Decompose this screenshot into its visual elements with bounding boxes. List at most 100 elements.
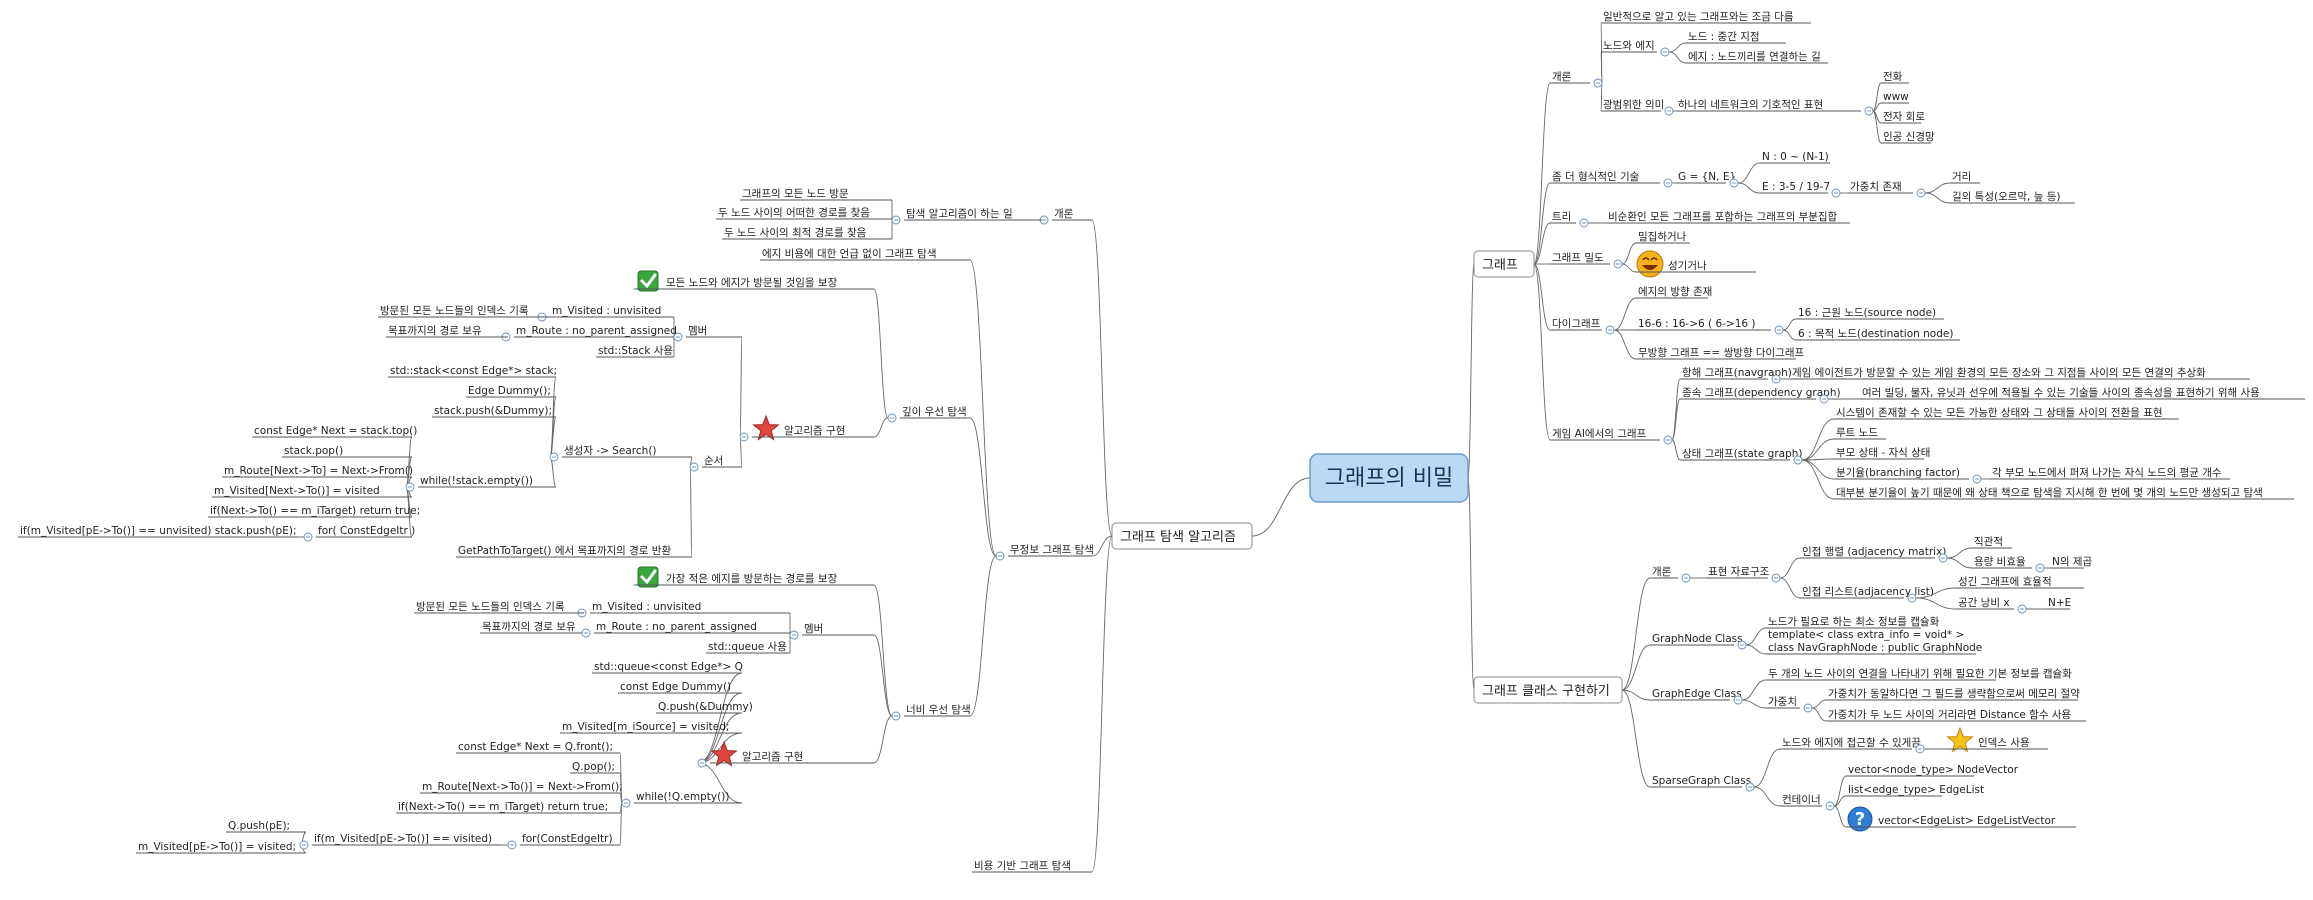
topic-가장-적은-에지를-방문하는-경로를-보장[interactable]: 가장 적은 에지를 방문하는 경로를 보장 bbox=[634, 566, 874, 588]
topic-개론[interactable]: 개론 bbox=[1039, 208, 1092, 225]
collapse-toggle-icon[interactable] bbox=[1660, 47, 1670, 57]
topic-template-class-extra-info-void-class-nav[interactable]: template< class extra_info = void* >clas… bbox=[1766, 629, 1982, 655]
topic-용량-비효율[interactable]: 용량 비효율 bbox=[1972, 556, 2045, 573]
collapse-toggle-icon[interactable] bbox=[1729, 178, 1739, 188]
collapse-toggle-icon[interactable] bbox=[621, 798, 631, 808]
collapse-toggle-icon[interactable] bbox=[2017, 604, 2027, 614]
collapse-toggle-icon[interactable] bbox=[1605, 325, 1615, 335]
topic-가중치가-두-노드-사이의-거리라면-distance-함수-사용[interactable]: 가중치가 두 노드 사이의 거리라면 Distance 함수 사용 bbox=[1826, 709, 2086, 722]
topic-g-n-e[interactable]: G = {N, E} bbox=[1676, 171, 1739, 188]
collapse-toggle-icon[interactable] bbox=[581, 628, 591, 638]
topic-방문된-모든-노드들의-인덱스-기록[interactable]: 방문된 모든 노드들의 인덱스 기록 bbox=[414, 601, 584, 614]
topic-n-0-n-1[interactable]: N : 0 ~ (N-1) bbox=[1760, 151, 1830, 164]
collapse-toggle-icon[interactable] bbox=[1803, 703, 1813, 713]
topic-while-stack-empty[interactable]: while(!stack.empty()) bbox=[405, 475, 556, 492]
collapse-toggle-icon[interactable] bbox=[697, 758, 707, 768]
topic-m-visited-m-isource-visited[interactable]: m_Visited[m_iSource] = visited; bbox=[560, 721, 742, 734]
topic-각-부모-노드에서-퍼져-나가는-자식-노드의-평균-개수[interactable]: 각 부모 노드에서 퍼져 나가는 자식 노드의 평균 개수 bbox=[1990, 467, 2230, 480]
topic-if-next-to-m-itarget-return-true[interactable]: if(Next->To() == m_iTarget) return true; bbox=[396, 801, 620, 814]
topic-vector-node-type-nodevector[interactable]: vector<node_type> NodeVector bbox=[1846, 764, 2019, 777]
collapse-toggle-icon[interactable] bbox=[1864, 106, 1874, 116]
topic-std-stack-const-edge-stack[interactable]: std::stack<const Edge*> stack; bbox=[388, 365, 557, 378]
topic-공간-낭비-x[interactable]: 공간 낭비 x bbox=[1956, 597, 2027, 614]
topic-대부분-분기율이-높기-때문에-왜-상태-책으로-탐색을-지시해-한-번에-몇-[interactable]: 대부분 분기율이 높기 때문에 왜 상태 책으로 탐색을 지시해 한 번에 몇 … bbox=[1834, 486, 2294, 500]
topic-좀-더-형식적인-기술[interactable]: 좀 더 형식적인 기술 bbox=[1550, 171, 1673, 188]
topic-밀집하거나[interactable]: 밀집하거나 bbox=[1636, 230, 1690, 244]
collapse-toggle-icon[interactable] bbox=[995, 551, 1005, 561]
topic-트리[interactable]: 트리 bbox=[1550, 211, 1589, 228]
collapse-toggle-icon[interactable] bbox=[2035, 563, 2045, 573]
topic-게임-에이전트가-방문할-수-있는-게임-환경의-모든-장소와-그-지점들-사이[interactable]: 게임 에이전트가 방문할 수 있는 게임 환경의 모든 장소와 그 지점들 사이… bbox=[1790, 366, 2250, 380]
topic-비순환인-모든-그래프를-포함하는-그래프의-부분집합[interactable]: 비순환인 모든 그래프를 포함하는 그래프의 부분집합 bbox=[1606, 210, 1850, 224]
topic-깊이-우선-탐색[interactable]: 깊이 우선 탐색 bbox=[887, 406, 970, 423]
topic-인덱스-사용[interactable]: 인덱스 사용 bbox=[1946, 726, 2048, 753]
topic-종속-그래프-dependency-graph[interactable]: 종속 그래프(dependency graph) bbox=[1680, 387, 1841, 404]
collapse-toggle-icon[interactable] bbox=[1915, 744, 1925, 754]
topic-목표까지의-경로-보유[interactable]: 목표까지의 경로 보유 bbox=[386, 324, 508, 338]
topic-개론[interactable]: 개론 bbox=[1550, 71, 1603, 88]
topic-탐색-알고리즘이-하는-일[interactable]: 탐색 알고리즘이 하는 일 bbox=[891, 207, 1042, 225]
topic-getpathtotarget-에서-목표까지의-경로-반환[interactable]: GetPathToTarget() 에서 목표까지의 경로 반환 bbox=[456, 544, 692, 558]
topic-std-queue-const-edge-q[interactable]: std::queue<const Edge*> Q bbox=[592, 661, 743, 674]
topic-m-route-no-parent-assigned[interactable]: m_Route : no_parent_assigned bbox=[581, 621, 790, 638]
topic-n-e[interactable]: N+E bbox=[2046, 597, 2071, 610]
topic-상태-그래프-state-graph[interactable]: 상태 그래프(state graph) bbox=[1680, 448, 1803, 465]
topic-q-pop[interactable]: Q.pop(); bbox=[570, 761, 620, 774]
collapse-toggle-icon[interactable] bbox=[1733, 695, 1743, 705]
collapse-toggle-icon[interactable] bbox=[1938, 553, 1948, 563]
topic-graphedge-class[interactable]: GraphEdge Class bbox=[1650, 688, 1743, 705]
topic-거리[interactable]: 거리 bbox=[1950, 171, 1980, 184]
topic-const-edge-next-stack-top[interactable]: const Edge* Next = stack.top() bbox=[252, 425, 417, 438]
collapse-toggle-icon[interactable] bbox=[299, 840, 309, 850]
topic-다이그래프[interactable]: 다이그래프 bbox=[1550, 318, 1615, 335]
collapse-toggle-icon[interactable] bbox=[1737, 640, 1747, 650]
topic-목표까지의-경로-보유[interactable]: 목표까지의 경로 보유 bbox=[480, 620, 582, 634]
collapse-toggle-icon[interactable] bbox=[405, 482, 415, 492]
topic-sparsegraph-class[interactable]: SparseGraph Class bbox=[1650, 775, 1755, 792]
topic-직관적[interactable]: 직관적 bbox=[1972, 536, 2012, 549]
collapse-toggle-icon[interactable] bbox=[891, 711, 901, 721]
topic-루트-노드[interactable]: 루트 노드 bbox=[1834, 427, 1886, 440]
topic-e-3-5-19-7[interactable]: E : 3-5 / 19-7 bbox=[1760, 181, 1841, 198]
topic-생성자-search[interactable]: 생성자 -> Search() bbox=[549, 445, 692, 462]
topic-그래프-밀도[interactable]: 그래프 밀도 bbox=[1550, 252, 1623, 269]
topic-vector-edgelist-edgelistvector[interactable]: ?vector<EdgeList> EdgeListVector bbox=[1846, 806, 2076, 832]
collapse-toggle-icon[interactable] bbox=[303, 532, 313, 542]
topic-if-m-visited-pe-to-visited[interactable]: if(m_Visited[pE->To()] == visited) bbox=[299, 833, 502, 850]
collapse-toggle-icon[interactable] bbox=[1613, 259, 1623, 269]
collapse-toggle-icon[interactable] bbox=[789, 630, 799, 640]
topic-m-route-no-parent-assigned[interactable]: m_Route : no_parent_assigned bbox=[501, 325, 677, 342]
topic-m-visited-pe-to-visited[interactable]: m_Visited[pE->To()] = visited; bbox=[136, 841, 306, 854]
topic-하나의-네트워크의-기호적인-표현[interactable]: 하나의 네트워크의 기호적인 표현 bbox=[1676, 98, 1874, 116]
topic-q-push-pe[interactable]: Q.push(pE); bbox=[226, 820, 306, 833]
topic-노드가-필요로-하는-최소-정보를-캡슐화[interactable]: 노드가 필요로 하는 최소 정보를 캡슐화 bbox=[1766, 615, 1940, 629]
collapse-toggle-icon[interactable] bbox=[887, 413, 897, 423]
topic-m-visited-unvisited[interactable]: m_Visited : unvisited bbox=[537, 305, 674, 322]
topic-그래프[interactable]: 그래프 bbox=[1473, 250, 1535, 278]
topic-가중치가-동일하다면-그-필드를-생략함으로써-메모리-절약[interactable]: 가중치가 동일하다면 그 필드를 생략함으로써 메모리 절약 bbox=[1826, 687, 2080, 701]
topic-m-route-next-to-next-from[interactable]: m_Route[Next->To] = Next->From() bbox=[222, 465, 413, 478]
topic-알고리즘-구현[interactable]: 알고리즘 구현 bbox=[739, 414, 874, 442]
topic-stack-push-dummy[interactable]: stack.push(&Dummy); bbox=[432, 405, 556, 418]
topic-두-노드-사이의-어떠한-경로를-찾음[interactable]: 두 노드 사이의 어떠한 경로를 찾음 bbox=[716, 206, 892, 220]
topic-가중치[interactable]: 가중치 bbox=[1766, 696, 1813, 713]
collapse-toggle-icon[interactable] bbox=[1771, 573, 1781, 583]
collapse-toggle-icon[interactable] bbox=[1825, 801, 1835, 811]
topic-q-push-dummy[interactable]: Q.push(&Dummy) bbox=[656, 701, 753, 714]
topic-표현-자료구조[interactable]: 표현 자료구조 bbox=[1706, 566, 1781, 583]
collapse-toggle-icon[interactable] bbox=[1579, 218, 1589, 228]
topic-6-목적-노드-destination-node[interactable]: 6 : 목적 노드(destination node) bbox=[1796, 328, 1960, 341]
topic-그래프의-모든-노드-방문[interactable]: 그래프의 모든 노드 방문 bbox=[740, 188, 892, 201]
topic-그래프-탐색-알고리즘[interactable]: 그래프 탐색 알고리즘 bbox=[1111, 522, 1253, 550]
topic-항해-그래프-navgraph[interactable]: 항해 그래프(navgraph) bbox=[1680, 366, 1792, 384]
topic-인접-리스트-adjacency-list[interactable]: 인접 리스트(adjacency list) bbox=[1800, 586, 1934, 603]
topic-게임-ai에서의-그래프[interactable]: 게임 AI에서의 그래프 bbox=[1550, 427, 1673, 445]
topic-모든-노드와-에지가-방문될-것임을-보장[interactable]: 모든 노드와 에지가 방문될 것임을 보장 bbox=[634, 270, 874, 292]
topic-graphnode-class[interactable]: GraphNode Class bbox=[1650, 633, 1747, 650]
topic-노드와-에지에-접근할-수-있게끔[interactable]: 노드와 에지에 접근할 수 있게끔 bbox=[1780, 737, 1925, 754]
collapse-toggle-icon[interactable] bbox=[689, 462, 699, 472]
topic-길의-특성-오르막-늪-등[interactable]: 길의 특성(오르막, 늪 등) bbox=[1950, 190, 2075, 204]
collapse-toggle-icon[interactable] bbox=[1907, 593, 1917, 603]
topic-부모-상태-자식-상태[interactable]: 부모 상태 - 자식 상태 bbox=[1834, 447, 1930, 460]
collapse-toggle-icon[interactable] bbox=[1664, 106, 1674, 116]
